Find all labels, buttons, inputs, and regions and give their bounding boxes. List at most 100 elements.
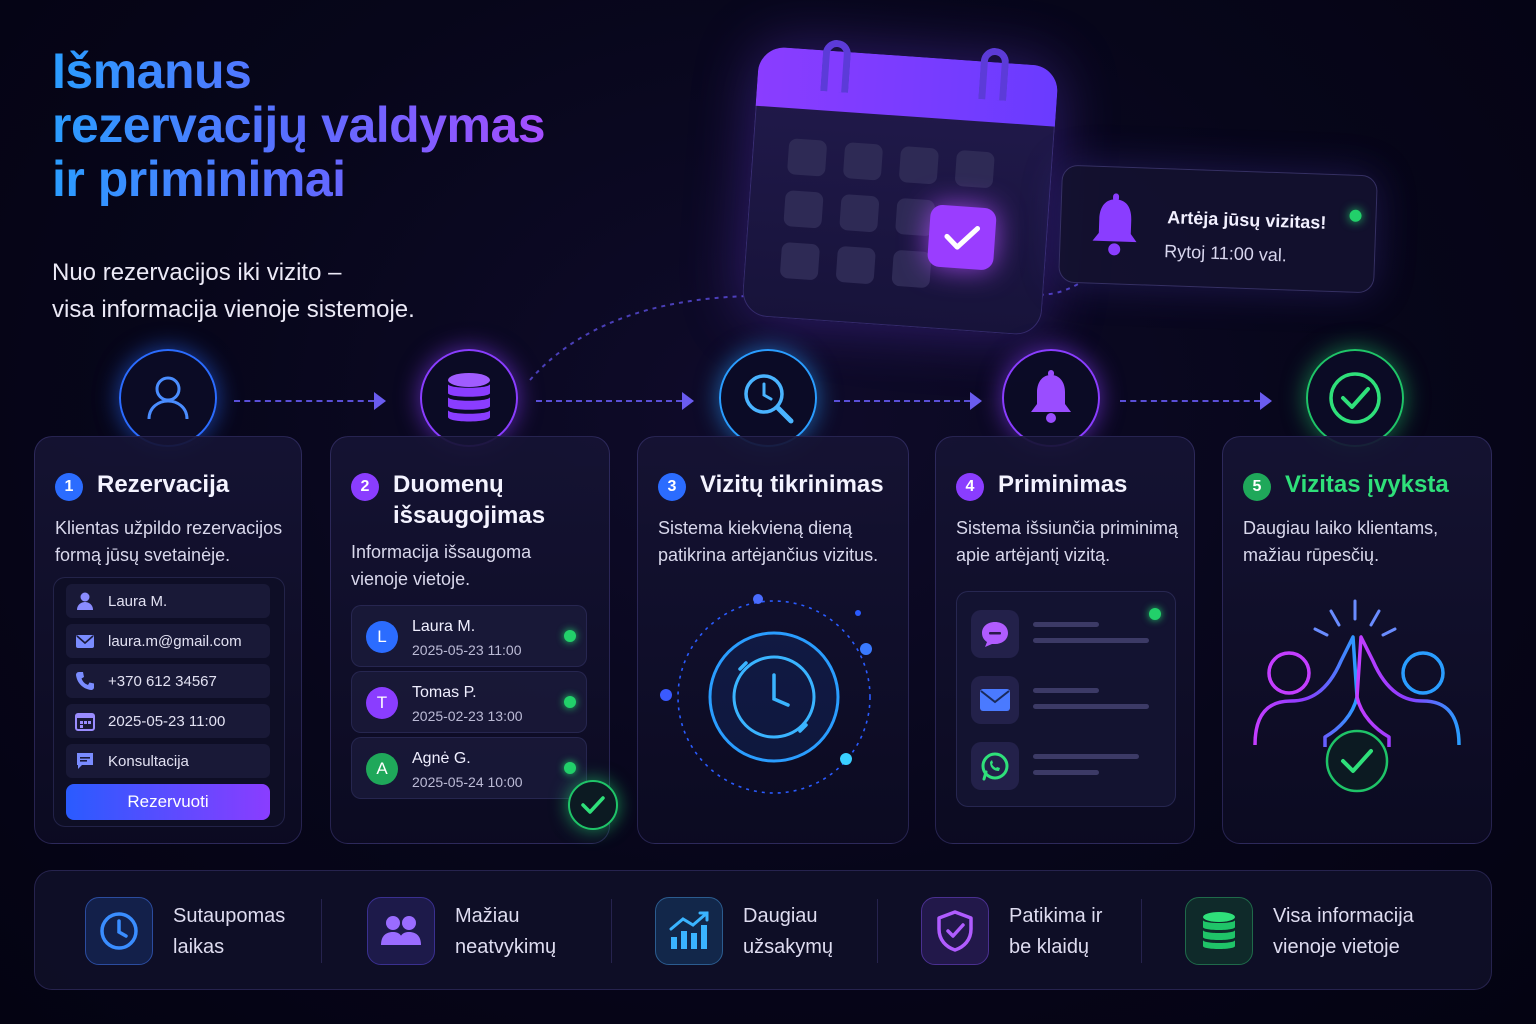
phone-field[interactable]: +370 612 34567 bbox=[66, 664, 270, 698]
divider bbox=[611, 899, 612, 963]
notification-title: Artėja jūsų vizitas! bbox=[1167, 207, 1327, 233]
phone-value: +370 612 34567 bbox=[108, 672, 217, 690]
divider bbox=[321, 899, 322, 963]
reserve-button[interactable]: Rezervuoti bbox=[66, 784, 270, 820]
calendar-day bbox=[786, 138, 828, 177]
title-line: Išmanus bbox=[52, 43, 252, 99]
step-description: Sistema išsiunčia priminimą apie artėjan… bbox=[956, 515, 1178, 569]
message-line bbox=[1033, 688, 1099, 693]
record-date: 2025-05-23 11:00 bbox=[412, 642, 522, 658]
step-title: Priminimas bbox=[998, 469, 1127, 500]
step-desc-line: vienoje vietoje. bbox=[351, 569, 471, 589]
calendar-day bbox=[954, 149, 995, 189]
check-circle-icon bbox=[1329, 372, 1381, 424]
step-description: Informacija išsaugoma vienoje vietoje. bbox=[351, 539, 531, 593]
benefit-icon-box bbox=[1185, 897, 1253, 965]
message-line bbox=[1033, 754, 1139, 759]
step-title: Rezervacija bbox=[97, 469, 229, 500]
step-title-line: Vizitas įvyksta bbox=[1285, 471, 1449, 498]
step-card-reminder: 4 Priminimas Sistema išsiunčia priminimą… bbox=[935, 436, 1195, 844]
name-field[interactable]: Laura M. bbox=[66, 584, 270, 618]
connector-curve bbox=[1021, 283, 1079, 296]
step-desc-line: apie artėjantį vizitą. bbox=[956, 545, 1111, 565]
step-description: Daugiau laiko klientams, mažiau rūpesčių… bbox=[1243, 515, 1438, 569]
record-name: Tomas P. bbox=[412, 684, 477, 701]
message-line bbox=[1033, 770, 1099, 775]
step-title: Duomenų išsaugojimas bbox=[393, 469, 545, 531]
step-desc-line: Sistema išsiunčia priminimą bbox=[956, 518, 1179, 538]
datetime-value: 2025-05-23 11:00 bbox=[108, 712, 226, 730]
saved-check-badge bbox=[568, 780, 618, 830]
email-channel bbox=[971, 676, 1019, 724]
step-title: Vizitas įvyksta bbox=[1285, 469, 1449, 500]
step-title-line: Vizitų tikrinimas bbox=[700, 471, 884, 498]
step-desc-line: patikrina artėjančius vizitus. bbox=[658, 545, 879, 565]
clock-refresh-icon bbox=[660, 594, 872, 794]
step-card-visit-check: 3 Vizitų tikrinimas Sistema kiekvieną di… bbox=[637, 436, 909, 844]
clock-icon bbox=[100, 912, 138, 950]
arrow-head bbox=[682, 392, 694, 410]
calendar-day bbox=[842, 142, 884, 181]
people-icon bbox=[381, 916, 421, 945]
benefit-label: Daugiau užsakymų bbox=[743, 901, 833, 963]
reminder-channels bbox=[956, 591, 1176, 807]
avatar: T bbox=[366, 687, 398, 719]
benefit-line: vienoje vietoje bbox=[1273, 936, 1400, 958]
sms-channel bbox=[971, 610, 1019, 658]
chat-icon bbox=[77, 753, 93, 769]
bell-icon bbox=[1092, 193, 1137, 256]
benefit-label: Mažiau neatvykimų bbox=[455, 901, 556, 963]
message-line bbox=[1033, 622, 1099, 627]
database-icon bbox=[448, 373, 490, 422]
record-item[interactable]: A Agnė G. 2025-05-24 10:00 bbox=[351, 737, 587, 799]
step-desc-line: mažiau rūpesčių. bbox=[1243, 545, 1380, 565]
record-item[interactable]: T Tomas P. 2025-02-23 13:00 bbox=[351, 671, 587, 733]
whatsapp-icon bbox=[981, 752, 1009, 781]
calendar-checked-day bbox=[926, 204, 997, 271]
notification-time: Rytoj 11:00 val. bbox=[1163, 241, 1288, 266]
user-icon bbox=[147, 376, 189, 420]
service-field[interactable]: Konsultacija bbox=[66, 744, 270, 778]
message-line bbox=[1033, 704, 1149, 709]
name-value: Laura M. bbox=[108, 592, 168, 610]
mail-icon bbox=[76, 635, 94, 648]
step-title-line: Rezervacija bbox=[97, 471, 230, 498]
benefit-label: Visa informacija vienoje vietoje bbox=[1273, 901, 1414, 963]
datetime-field[interactable]: 2025-05-23 11:00 bbox=[66, 704, 270, 738]
step-title-line: Duomenų bbox=[393, 471, 504, 498]
record-name: Agnė G. bbox=[412, 750, 471, 767]
step-desc-line: Klientas užpildo rezervacijos bbox=[55, 518, 283, 538]
flow-arrow bbox=[536, 400, 682, 402]
benefit-line: užsakymų bbox=[743, 936, 834, 958]
calendar-day bbox=[783, 190, 824, 229]
arrow-head bbox=[970, 392, 982, 410]
record-item[interactable]: L Laura M. 2025-05-23 11:00 bbox=[351, 605, 587, 667]
search-clock-icon bbox=[744, 374, 794, 424]
step-3-circle bbox=[719, 349, 817, 447]
benefit-icon-box bbox=[921, 897, 989, 965]
page-subtitle: Nuo rezervacijos iki vizito – visa infor… bbox=[52, 254, 552, 328]
high-five-icon bbox=[1253, 599, 1461, 793]
benefit-line: Sutaupomas bbox=[173, 905, 286, 927]
calendar-illustration bbox=[740, 45, 1060, 337]
benefit-label: Sutaupomas laikas bbox=[173, 901, 285, 963]
shield-check-icon bbox=[937, 910, 973, 952]
avatar: L bbox=[366, 621, 398, 653]
page-title: Išmanus rezervacijų valdymas ir priminim… bbox=[52, 44, 672, 206]
email-field[interactable]: laura.m@gmail.com bbox=[66, 624, 270, 658]
benefit-icon-box bbox=[367, 897, 435, 965]
phone-icon bbox=[76, 672, 94, 690]
calendar-day bbox=[839, 193, 880, 233]
reminder-notification[interactable]: Artėja jūsų vizitas! Rytoj 11:00 val. bbox=[1058, 164, 1378, 294]
calendar-ring bbox=[820, 39, 852, 93]
step-number: 5 bbox=[1243, 473, 1271, 501]
bell-icon bbox=[1031, 370, 1071, 423]
step-description: Klientas užpildo rezervacijos formą jūsų… bbox=[55, 515, 282, 569]
email-value: laura.m@gmail.com bbox=[108, 632, 242, 650]
step-title: Vizitų tikrinimas bbox=[700, 469, 884, 500]
record-date: 2025-02-23 13:00 bbox=[412, 708, 523, 724]
step-desc-line: Sistema kiekvieną dieną bbox=[658, 518, 853, 538]
benefit-line: Daugiau bbox=[743, 905, 818, 927]
benefit-line: Visa informacija bbox=[1273, 905, 1414, 927]
benefit-icon-box bbox=[85, 897, 153, 965]
